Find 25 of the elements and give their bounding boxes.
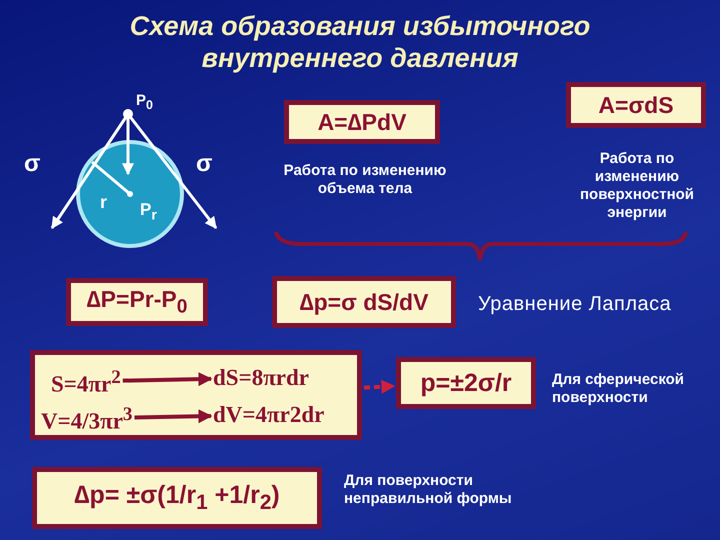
formula-box: A=∆PdV	[284, 100, 440, 144]
caption-text: Уравнение Лапласа	[478, 292, 672, 316]
arrow	[134, 409, 212, 424]
formula-text: dS=8πrdr	[213, 365, 309, 391]
formula-text: S=4πr$^{2}$	[51, 365, 121, 398]
pressure-label: P$_{r}$	[140, 200, 157, 224]
formula-box: ∆p=σ dS/dV	[272, 276, 456, 328]
arrow	[122, 372, 212, 386]
formula-panel	[30, 350, 362, 440]
tension-label: σ	[24, 150, 40, 178]
caption-text: Работа по изменению объема тела	[282, 162, 448, 198]
formula-box: ∆p= ±σ(1/r$_{1}$ +1/r$_{2}$)	[32, 467, 322, 529]
caption-text: Работа по изменению поверхностной энергии	[578, 150, 696, 222]
formula-box: p=±2σ/r	[396, 357, 536, 409]
tension-label: σ	[196, 150, 212, 178]
caption-text: Для сферической поверхности	[552, 371, 686, 407]
pressure-label: P$_{0}$	[136, 92, 153, 112]
radius-label: r	[100, 192, 108, 213]
formula-box: ∆P=Pr-P$_{0}$	[66, 278, 208, 326]
formula-box: A=σdS	[566, 82, 706, 128]
arrow	[364, 380, 396, 394]
slide-title: Схема образования избыточного внутреннего давления	[128, 10, 592, 74]
formula-text: dV=4πr2dr	[213, 402, 324, 428]
caption-text: Для поверхности неправильной формы	[344, 472, 513, 508]
formula-text: V=4/3πr$^{3}$	[41, 402, 132, 435]
